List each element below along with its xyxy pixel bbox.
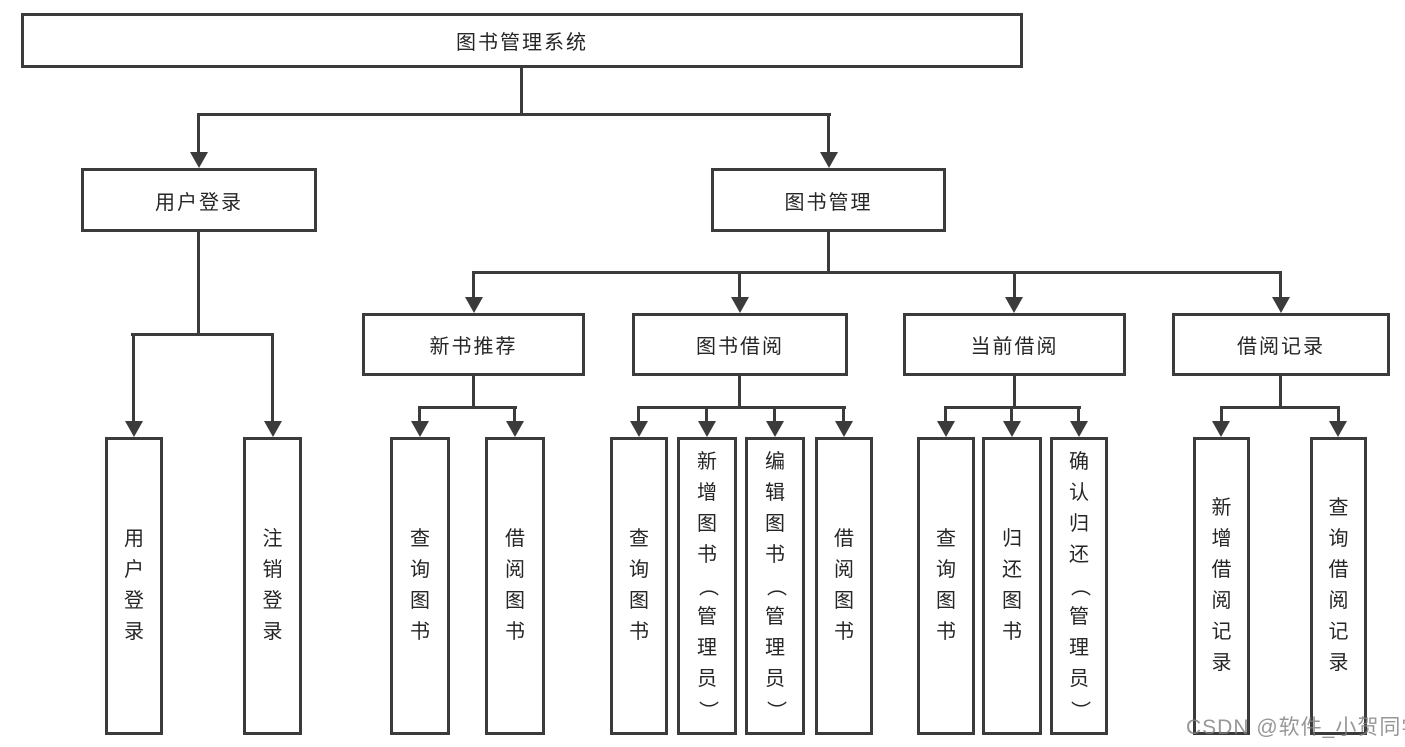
connector-book-borrow-vline bbox=[738, 376, 741, 409]
connector-level2-hline bbox=[197, 113, 831, 116]
node-current-borrow: 当前借阅 bbox=[903, 313, 1126, 376]
leaf-nb-query-books: 查询图书 bbox=[390, 437, 450, 735]
node-library-system: 图书管理系统 bbox=[21, 13, 1023, 68]
arrow-down-icon bbox=[506, 421, 524, 437]
node-new-book-recommend: 新书推荐 bbox=[362, 313, 585, 376]
connector-leaf-drop bbox=[842, 406, 845, 421]
arrow-down-icon bbox=[1329, 421, 1347, 437]
connector-borrow-record-drop bbox=[1279, 271, 1282, 297]
connector-leaf-drop bbox=[1220, 406, 1223, 421]
leaf-logout-label: 注销登录 bbox=[262, 528, 283, 643]
leaf-bb-edit-books-admin-label: 编辑图书（管理员） bbox=[764, 450, 787, 721]
connector-leaf-drop bbox=[637, 406, 640, 421]
arrow-down-icon bbox=[465, 297, 483, 313]
arrow-down-icon bbox=[411, 421, 429, 437]
node-borrow-record: 借阅记录 bbox=[1172, 313, 1390, 376]
arrow-down-icon bbox=[820, 152, 838, 168]
leaf-logout: 注销登录 bbox=[243, 437, 302, 735]
leaf-bb-query-books: 查询图书 bbox=[610, 437, 668, 735]
connector-leaf-drop bbox=[1077, 406, 1080, 421]
node-book-mgmt: 图书管理 bbox=[711, 168, 946, 232]
leaf-br-query-record-label: 查询借阅记录 bbox=[1328, 497, 1349, 674]
connector-leaf-drop bbox=[1337, 406, 1340, 421]
connector-new-book-hline bbox=[418, 406, 517, 409]
connector-borrow-record-hline bbox=[1220, 406, 1340, 409]
leaf-br-add-record: 新增借阅记录 bbox=[1193, 437, 1250, 735]
connector-book-borrow-drop bbox=[738, 271, 741, 297]
connector-leaf-drop bbox=[1010, 406, 1013, 421]
leaf-bb-query-books-label: 查询图书 bbox=[629, 528, 649, 643]
connector-user-login-drop bbox=[197, 113, 200, 153]
connector-current-borrow-vline bbox=[1013, 376, 1016, 409]
leaf-cb-return-books-label: 归还图书 bbox=[1002, 528, 1022, 643]
node-new-book-recommend-label: 新书推荐 bbox=[429, 336, 518, 358]
connector-borrow-record-vline bbox=[1279, 376, 1282, 409]
leaf-br-add-record-label: 新增借阅记录 bbox=[1211, 497, 1232, 674]
node-book-mgmt-label: 图书管理 bbox=[784, 191, 873, 214]
leaf-user-login: 用户登录 bbox=[105, 437, 163, 735]
node-user-login: 用户登录 bbox=[81, 168, 317, 232]
arrow-down-icon bbox=[264, 421, 282, 437]
leaf-nb-borrow-books: 借阅图书 bbox=[485, 437, 545, 735]
connector-new-book-drop bbox=[472, 271, 475, 297]
arrow-down-icon bbox=[190, 152, 208, 168]
node-borrow-record-label: 借阅记录 bbox=[1237, 336, 1325, 358]
leaf-nb-borrow-books-label: 借阅图书 bbox=[505, 528, 525, 643]
leaf-bb-edit-books-admin: 编辑图书（管理员） bbox=[745, 437, 805, 735]
connector-leaf-drop bbox=[271, 333, 274, 421]
connector-root-vline bbox=[520, 66, 523, 116]
csdn-watermark: CSDN @软件_小贺同学 bbox=[1186, 716, 1405, 739]
arrow-down-icon bbox=[937, 421, 955, 437]
connector-leaf-drop bbox=[132, 333, 135, 421]
node-book-borrow-label: 图书借阅 bbox=[696, 336, 784, 358]
leaf-bb-add-books-admin-label: 新增图书（管理员） bbox=[696, 450, 719, 721]
leaf-bb-borrow-books: 借阅图书 bbox=[815, 437, 873, 735]
arrow-down-icon bbox=[1003, 421, 1021, 437]
leaf-cb-query-books: 查询图书 bbox=[917, 437, 975, 735]
connector-book-borrow-hline bbox=[637, 406, 846, 409]
connector-leaf-drop bbox=[418, 406, 421, 421]
leaf-nb-query-books-label: 查询图书 bbox=[410, 528, 430, 643]
node-library-system-label: 图书管理系统 bbox=[456, 32, 588, 54]
arrow-down-icon bbox=[731, 297, 749, 313]
arrow-down-icon bbox=[630, 421, 648, 437]
node-book-borrow: 图书借阅 bbox=[632, 313, 848, 376]
leaf-cb-confirm-return-admin: 确认归还（管理员） bbox=[1050, 437, 1108, 735]
connector-current-borrow-drop bbox=[1013, 271, 1016, 297]
connector-user-login-hline bbox=[131, 333, 274, 336]
leaf-user-login-label: 用户登录 bbox=[124, 528, 144, 643]
arrow-down-icon bbox=[125, 421, 143, 437]
connector-book-mgmt-vline bbox=[827, 232, 830, 274]
connector-new-book-vline bbox=[472, 376, 475, 409]
leaf-cb-confirm-return-admin-label: 确认归还（管理员） bbox=[1068, 450, 1091, 721]
connector-leaf-drop bbox=[513, 406, 516, 421]
arrow-down-icon bbox=[698, 421, 716, 437]
connector-book-mgmt-drop bbox=[827, 113, 830, 153]
leaf-bb-borrow-books-label: 借阅图书 bbox=[834, 528, 854, 643]
arrow-down-icon bbox=[1070, 421, 1088, 437]
connector-leaf-drop bbox=[773, 406, 776, 421]
connector-leaf-drop bbox=[944, 406, 947, 421]
leaf-bb-add-books-admin: 新增图书（管理员） bbox=[677, 437, 737, 735]
leaf-cb-return-books: 归还图书 bbox=[982, 437, 1042, 735]
leaf-br-query-record: 查询借阅记录 bbox=[1310, 437, 1367, 735]
connector-level3-hline bbox=[472, 271, 1282, 274]
arrow-down-icon bbox=[1272, 297, 1290, 313]
leaf-cb-query-books-label: 查询图书 bbox=[936, 528, 956, 643]
arrow-down-icon bbox=[835, 421, 853, 437]
node-current-borrow-label: 当前借阅 bbox=[970, 336, 1059, 358]
node-user-login-label: 用户登录 bbox=[155, 191, 243, 214]
arrow-down-icon bbox=[766, 421, 784, 437]
arrow-down-icon bbox=[1212, 421, 1230, 437]
arrow-down-icon bbox=[1005, 297, 1023, 313]
connector-leaf-drop bbox=[705, 406, 708, 421]
connector-user-login-vline bbox=[197, 232, 200, 336]
